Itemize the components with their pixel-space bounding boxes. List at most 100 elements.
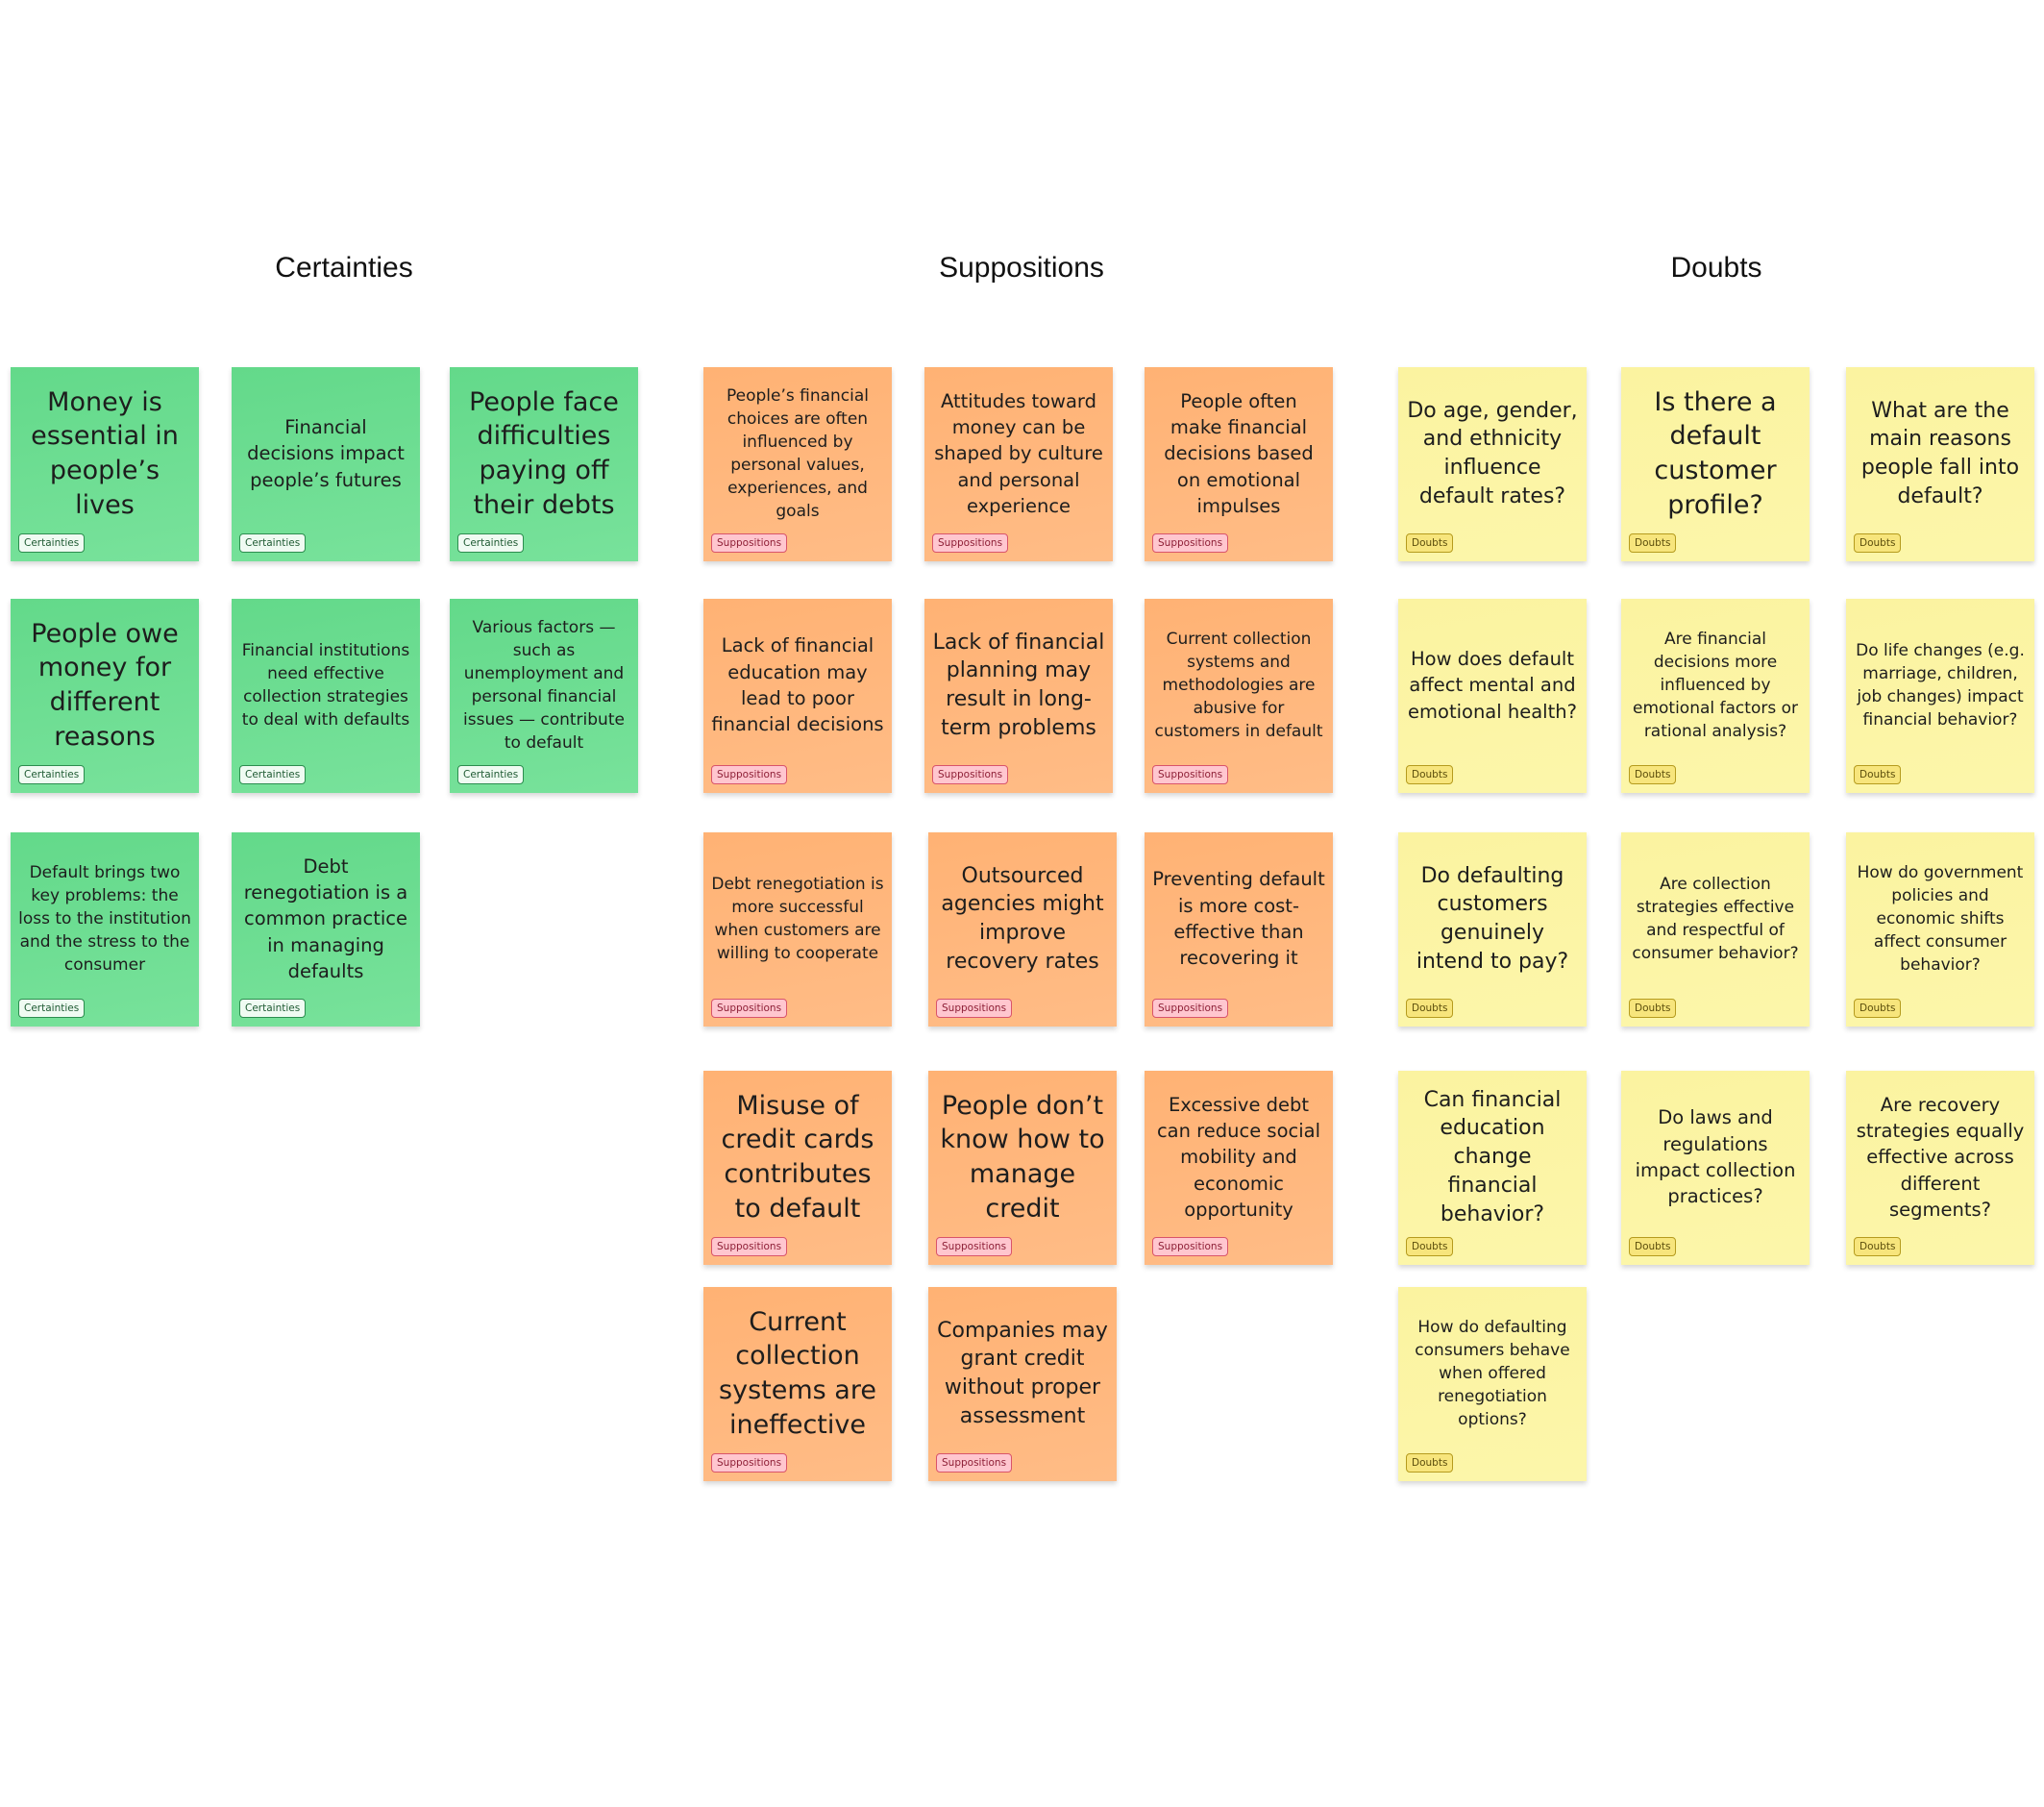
note-tag[interactable]: Certainties: [457, 764, 525, 784]
note-tag[interactable]: Doubts: [1854, 998, 1902, 1018]
note-text: Preventing default is more cost-effectiv…: [1152, 868, 1325, 970]
note-tag[interactable]: Certainties: [239, 998, 307, 1018]
note-tag[interactable]: Certainties: [18, 998, 86, 1018]
note-tag[interactable]: Doubts: [1854, 1236, 1902, 1256]
note-tag[interactable]: Doubts: [1629, 532, 1677, 553]
note-tag[interactable]: Doubts: [1406, 1236, 1454, 1256]
note-text: Misuse of credit cards contributes to de…: [721, 1090, 874, 1224]
note-tag[interactable]: Suppositions: [1152, 998, 1229, 1018]
note-tag[interactable]: Suppositions: [711, 764, 788, 784]
sticky-note-doubt[interactable]: What are the main reasons people fall in…: [1846, 367, 2034, 561]
note-text: Financial institutions need effective co…: [241, 640, 410, 730]
sticky-note-doubt[interactable]: Do life changes (e.g. marriage, children…: [1846, 599, 2034, 793]
note-tag[interactable]: Suppositions: [936, 1236, 1013, 1256]
sticky-note-certainty[interactable]: Money is essential in people’s lives Cer…: [11, 367, 199, 561]
note-text: Do age, gender, and ethnicity influence …: [1407, 398, 1578, 508]
doubts-heading: Doubts: [1670, 252, 1762, 284]
note-tag[interactable]: Suppositions: [936, 1452, 1013, 1473]
sticky-note-doubt[interactable]: Do laws and regulations impact collectio…: [1621, 1071, 1810, 1265]
note-tag[interactable]: Suppositions: [936, 998, 1013, 1018]
note-text: Are financial decisions more influenced …: [1633, 629, 1798, 742]
note-text: Do laws and regulations impact collectio…: [1635, 1106, 1796, 1208]
note-tag[interactable]: Doubts: [1406, 998, 1454, 1018]
sticky-note-supposition[interactable]: Preventing default is more cost-effectiv…: [1145, 832, 1333, 1027]
note-tag[interactable]: Doubts: [1854, 764, 1902, 784]
note-tag[interactable]: Certainties: [239, 532, 307, 553]
note-tag[interactable]: Certainties: [239, 764, 307, 784]
note-tag[interactable]: Certainties: [457, 532, 525, 553]
note-text: Lack of financial education may lead to …: [711, 634, 884, 736]
sticky-note-certainty[interactable]: Default brings two key problems: the los…: [11, 832, 199, 1027]
sticky-note-doubt[interactable]: How do defaulting consumers behave when …: [1398, 1287, 1587, 1481]
sticky-note-doubt[interactable]: Are financial decisions more influenced …: [1621, 599, 1810, 793]
note-tag[interactable]: Suppositions: [711, 532, 788, 553]
sticky-note-certainty[interactable]: People owe money for different reasons C…: [11, 599, 199, 793]
sticky-note-doubt[interactable]: Are collection strategies effective and …: [1621, 832, 1810, 1027]
note-tag[interactable]: Suppositions: [1152, 764, 1229, 784]
suppositions-heading: Suppositions: [939, 252, 1104, 284]
note-tag[interactable]: Suppositions: [1152, 1236, 1229, 1256]
note-text: How do defaulting consumers behave when …: [1415, 1317, 1570, 1430]
certainties-heading: Certainties: [275, 252, 413, 284]
note-text: Debt renegotiation is a common practice …: [243, 854, 408, 982]
note-tag[interactable]: Suppositions: [1152, 532, 1229, 553]
note-tag[interactable]: Suppositions: [711, 1236, 788, 1256]
note-text: Outsourced agencies might improve recove…: [941, 863, 1104, 974]
note-text: Are recovery strategies equally effectiv…: [1856, 1093, 2025, 1221]
note-tag[interactable]: Certainties: [18, 532, 86, 553]
note-tag[interactable]: Suppositions: [932, 764, 1009, 784]
sticky-note-supposition[interactable]: Lack of financial education may lead to …: [703, 599, 892, 793]
note-tag[interactable]: Suppositions: [711, 1452, 788, 1473]
note-tag[interactable]: Doubts: [1406, 1452, 1454, 1473]
note-tag[interactable]: Doubts: [1406, 764, 1454, 784]
sticky-note-certainty[interactable]: People face difficulties paying off thei…: [450, 367, 638, 561]
note-text: People face difficulties paying off thei…: [469, 386, 619, 520]
sticky-note-supposition[interactable]: Current collection systems are ineffecti…: [703, 1287, 892, 1481]
note-text: Current collection systems and methodolo…: [1154, 629, 1323, 742]
note-tag[interactable]: Doubts: [1629, 764, 1677, 784]
note-text: Current collection systems are ineffecti…: [719, 1306, 876, 1440]
note-tag[interactable]: Doubts: [1629, 1236, 1677, 1256]
sticky-note-supposition[interactable]: Attitudes toward money can be shaped by …: [924, 367, 1113, 561]
sticky-note-supposition[interactable]: People’s financial choices are often inf…: [703, 367, 892, 561]
note-tag[interactable]: Doubts: [1406, 532, 1454, 553]
sticky-note-certainty[interactable]: Financial institutions need effective co…: [232, 599, 420, 793]
note-tag[interactable]: Suppositions: [932, 532, 1009, 553]
note-tag[interactable]: Doubts: [1854, 532, 1902, 553]
sticky-note-supposition[interactable]: Misuse of credit cards contributes to de…: [703, 1071, 892, 1265]
sticky-note-doubt[interactable]: Is there a default customer profile? Dou…: [1621, 367, 1810, 561]
sticky-note-doubt[interactable]: Can financial education change financial…: [1398, 1071, 1587, 1265]
note-tag[interactable]: Doubts: [1629, 998, 1677, 1018]
sticky-note-supposition[interactable]: People don’t know how to manage credit S…: [928, 1071, 1117, 1265]
sticky-note-supposition[interactable]: People often make financial decisions ba…: [1145, 367, 1333, 561]
sticky-note-doubt[interactable]: How do government policies and economic …: [1846, 832, 2034, 1027]
note-tag[interactable]: Certainties: [18, 764, 86, 784]
sticky-note-supposition[interactable]: Current collection systems and methodolo…: [1145, 599, 1333, 793]
note-text: People owe money for different reasons: [31, 618, 179, 752]
sticky-note-certainty[interactable]: Various factors — such as unemployment a…: [450, 599, 638, 793]
note-text: Can financial education change financial…: [1423, 1087, 1562, 1226]
sticky-note-doubt[interactable]: Do defaulting customers genuinely intend…: [1398, 832, 1587, 1027]
note-text: Companies may grant credit without prope…: [937, 1318, 1108, 1428]
sticky-note-doubt[interactable]: Are recovery strategies equally effectiv…: [1846, 1071, 2034, 1265]
sticky-note-certainty[interactable]: Financial decisions impact people’s futu…: [232, 367, 420, 561]
note-text: Default brings two key problems: the los…: [18, 862, 191, 976]
note-text: People don’t know how to manage credit: [940, 1090, 1105, 1224]
sticky-note-supposition[interactable]: Lack of financial planning may result in…: [924, 599, 1113, 793]
note-text: Attitudes toward money can be shaped by …: [934, 389, 1103, 517]
note-text: Lack of financial planning may result in…: [932, 630, 1105, 740]
sticky-note-supposition[interactable]: Excessive debt can reduce social mobilit…: [1145, 1071, 1333, 1265]
note-tag[interactable]: Suppositions: [711, 998, 788, 1018]
sticky-note-doubt[interactable]: Do age, gender, and ethnicity influence …: [1398, 367, 1587, 561]
note-text: Are collection strategies effective and …: [1632, 874, 1799, 964]
sticky-note-doubt[interactable]: How does default affect mental and emoti…: [1398, 599, 1587, 793]
note-text: Financial decisions impact people’s futu…: [247, 416, 405, 491]
sticky-note-certainty[interactable]: Debt renegotiation is a common practice …: [232, 832, 420, 1027]
sticky-note-supposition[interactable]: Companies may grant credit without prope…: [928, 1287, 1117, 1481]
note-text: Various factors — such as unemployment a…: [463, 617, 625, 754]
note-text: Excessive debt can reduce social mobilit…: [1156, 1093, 1321, 1221]
sticky-note-supposition[interactable]: Outsourced agencies might improve recove…: [928, 832, 1117, 1027]
sticky-note-supposition[interactable]: Debt renegotiation is more successful wh…: [703, 832, 892, 1027]
note-text: How does default affect mental and emoti…: [1408, 648, 1577, 723]
